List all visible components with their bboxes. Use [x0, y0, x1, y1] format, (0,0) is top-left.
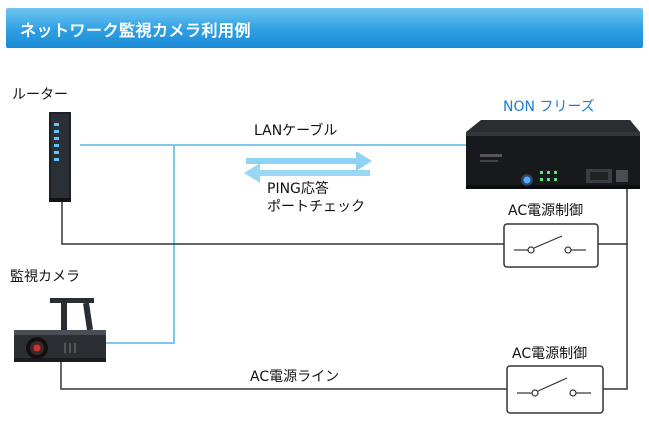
header-title: ネットワーク監視カメラ利用例	[20, 21, 252, 40]
power-line-device-top	[598, 188, 628, 245]
arrow-right-icon	[246, 151, 372, 171]
power-line-camera	[60, 362, 507, 390]
port-check-label: ポートチェック	[267, 199, 365, 215]
power-line-device-bottom	[603, 244, 628, 390]
ping-label: PING応答	[267, 181, 329, 197]
arrow-left-icon	[244, 163, 370, 183]
ac-switch-top-icon	[503, 223, 599, 268]
header-bar: ネットワーク監視カメラ利用例	[6, 8, 643, 48]
power-line-router	[61, 200, 504, 245]
router-label: ルーター	[12, 87, 68, 103]
device-icon	[466, 120, 640, 189]
camera-label: 監視カメラ	[10, 269, 80, 285]
ac-line-label: AC電源ライン	[250, 369, 340, 385]
lan-cable-label: LANケーブル	[254, 123, 338, 139]
router-icon	[49, 112, 71, 202]
device-label: NON フリーズ	[503, 99, 595, 115]
camera-icon	[14, 298, 106, 362]
power-lines	[60, 188, 628, 390]
ac-switch-bottom-icon	[506, 365, 604, 414]
ac-control-bottom-label: AC電源制御	[512, 346, 588, 362]
ac-control-top-label: AC電源制御	[508, 203, 584, 219]
ping-arrows	[244, 151, 372, 183]
